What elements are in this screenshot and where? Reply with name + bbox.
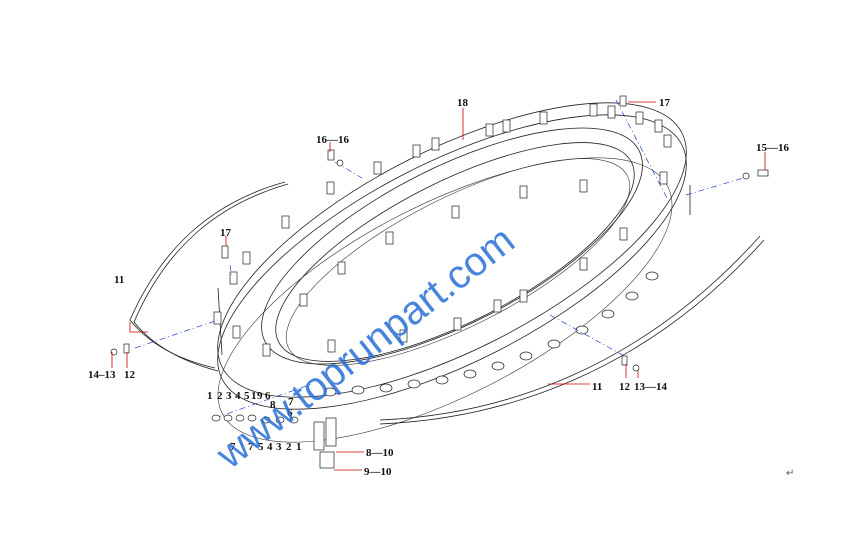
ring-bolts <box>213 103 672 357</box>
slewing-ring <box>217 102 691 443</box>
seq-top-4: 5 <box>244 390 250 402</box>
seq-top-7: 6 <box>265 390 271 402</box>
label-14-13: 14–13 <box>88 369 116 381</box>
ring-bolt-heads <box>323 271 659 397</box>
seq-top-8: 7 <box>288 396 294 408</box>
leader-lines <box>111 101 766 471</box>
watermark-text: www.toprunpart.com <box>208 218 523 478</box>
seq-bottom-0: 7 <box>230 441 236 453</box>
seq-mid-1: 8 <box>270 399 276 411</box>
seq-top-0: 1 <box>207 390 213 402</box>
label-17-left: 17 <box>220 227 232 239</box>
label-18: 18 <box>457 97 469 109</box>
label-13-14: 13—14 <box>634 381 668 393</box>
label-16-16: 16—16 <box>316 134 350 146</box>
seq-bottom-2: 5 <box>258 441 264 453</box>
label-12-left: 12 <box>124 369 136 381</box>
seal-strips <box>129 181 765 425</box>
seq-top-2: 3 <box>226 390 232 402</box>
seq-mid-0: 6 <box>287 407 293 419</box>
label-9-10: 9—10 <box>364 466 392 478</box>
part-labels: 18 17 16—16 15—16 17 11 14–13 12 12 13—1… <box>88 97 790 478</box>
seq-bottom-1: 7 <box>248 441 254 453</box>
seq-top-1: 2 <box>217 390 223 402</box>
seq-top-5: 1 <box>251 390 257 402</box>
return-mark: ↵ <box>786 468 794 479</box>
label-11-left: 11 <box>114 274 124 286</box>
seq-top-3: 4 <box>235 390 241 402</box>
seq-bottom-5: 2 <box>286 441 292 453</box>
hardware-parts <box>110 95 769 469</box>
seq-bottom-6: 1 <box>296 441 302 453</box>
label-8-10: 8—10 <box>366 447 394 459</box>
label-12-right: 12 <box>619 381 631 393</box>
centerlines <box>134 99 751 419</box>
label-15-16: 15—16 <box>756 142 790 154</box>
seq-top-6: 9 <box>257 390 263 402</box>
label-17-top: 17 <box>659 97 671 109</box>
label-11-right: 11 <box>592 381 602 393</box>
seq-bottom-3: 4 <box>267 441 273 453</box>
seq-bottom-4: 3 <box>276 441 282 453</box>
